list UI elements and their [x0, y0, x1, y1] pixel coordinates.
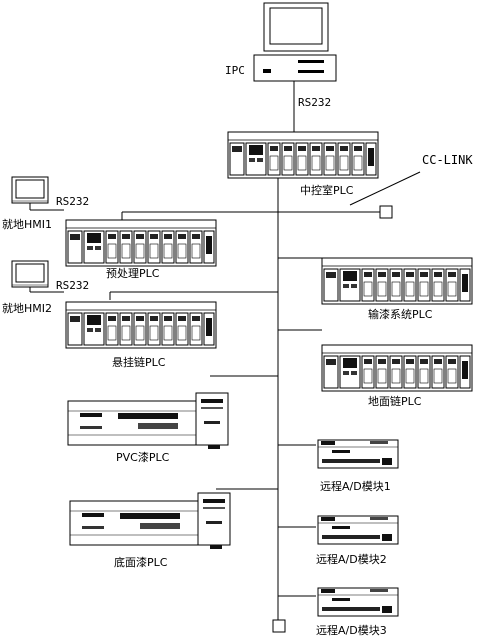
floor-chain-plc-label: 地面链PLC — [368, 394, 422, 408]
remote-ad3-label: 远程A/D模块3 — [316, 624, 387, 637]
remote-ad2-label: 远程A/D模块2 — [316, 553, 387, 566]
floor-chain-plc-rack-icon — [321, 344, 473, 392]
pretreat-plc-rack-icon — [65, 219, 217, 267]
pvc-plc-label: PVC漆PLC — [116, 451, 170, 464]
hang-chain-plc-rack-icon — [65, 301, 217, 349]
rs232-label-hmi2: RS232 — [56, 279, 89, 292]
base-paint-plc-brick-icon — [69, 492, 231, 550]
hang-chain-plc-label: 悬挂链PLC — [112, 355, 166, 369]
hmi1-label: 就地HMI1 — [2, 217, 52, 231]
conveyor-plc-rack-icon — [321, 257, 473, 305]
remote-ad1-label: 远程A/D模块1 — [320, 480, 391, 493]
conveyor-plc-label: 输漆系统PLC — [368, 307, 433, 321]
base-paint-plc-label: 底面漆PLC — [114, 555, 168, 569]
ipc-label: IPC — [225, 64, 245, 77]
ipc-computer-icon — [253, 2, 337, 82]
central-plc-rack-icon — [227, 131, 379, 179]
terminator-icon — [379, 205, 393, 219]
rs232-label-top: RS232 — [298, 96, 331, 109]
network-lines — [29, 80, 421, 620]
remote-ad1-module-icon — [317, 439, 399, 469]
rs232-label-hmi1: RS232 — [56, 195, 89, 208]
hmi1-monitor-icon — [11, 176, 49, 204]
central-plc-label: 中控室PLC — [300, 183, 354, 197]
hmi2-monitor-icon — [11, 260, 49, 288]
pvc-plc-brick-icon — [67, 392, 229, 450]
remote-ad3-module-icon — [317, 587, 399, 617]
remote-ad2-module-icon — [317, 515, 399, 545]
pretreat-plc-label: 预处理PLC — [106, 267, 160, 280]
cclink-label: CC-LINK — [422, 153, 473, 167]
terminator-icon — [272, 619, 286, 633]
hmi2-label: 就地HMI2 — [2, 301, 52, 315]
